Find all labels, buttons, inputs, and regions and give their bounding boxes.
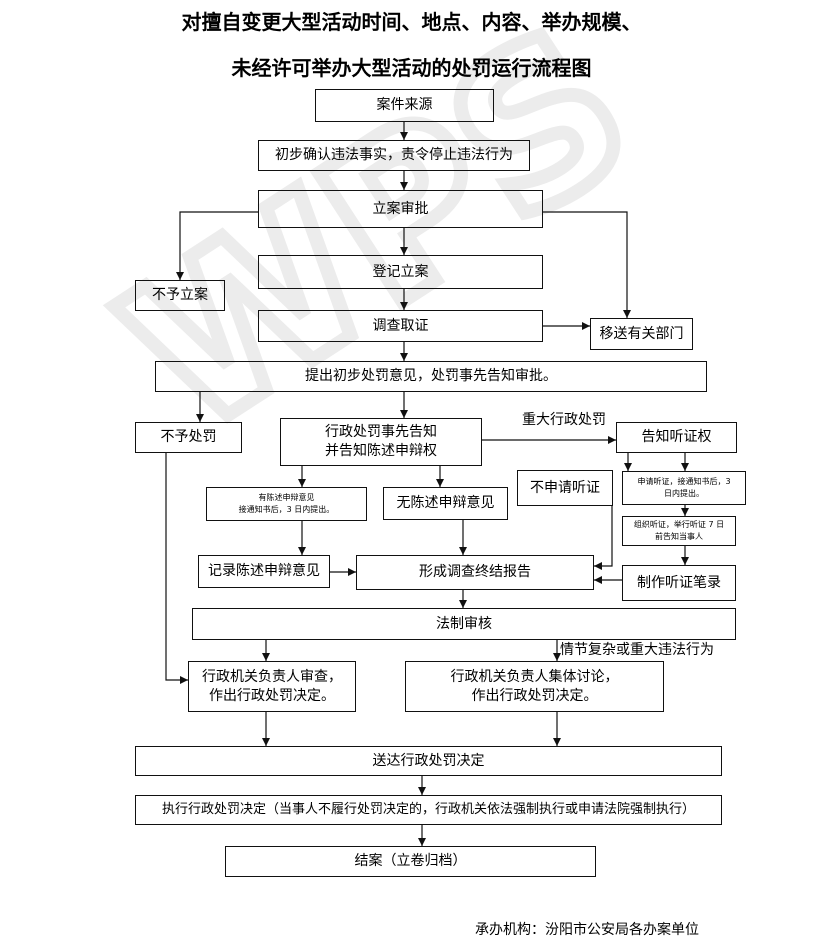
node-organize-hearing-line-2: 前告知当事人: [655, 532, 703, 541]
node-hearing-right: 告知听证权: [616, 422, 737, 453]
node-head-review-line-2: 作出行政处罚决定。: [209, 687, 335, 704]
node-apply-hearing-line-1: 申请听证，接通知书后，3: [637, 476, 731, 486]
node-no-case-label: 不予立案: [152, 287, 208, 304]
node-execute-decision: 执行行政处罚决定（当事人不履行处罚决定的，行政机关依法强制执行或申请法院强制执行…: [135, 795, 722, 825]
node-no-case: 不予立案: [135, 280, 225, 311]
node-deliver-decision: 送达行政处罚决定: [135, 746, 722, 776]
node-collective-discussion-line-1: 行政机关负责人集体讨论，: [450, 668, 619, 685]
node-no-hearing: 不申请听证: [517, 470, 613, 506]
node-case-source: 案件来源: [315, 89, 494, 122]
node-has-statement-line-1: 有陈述申辩意见: [258, 492, 315, 502]
node-register-label: 登记立案: [372, 263, 429, 280]
node-collective-discussion: 行政机关负责人集体讨论， 作出行政处罚决定。: [405, 661, 664, 712]
node-deliver-decision-label: 送达行政处罚决定: [372, 752, 485, 769]
node-penalty-proposal: 提出初步处罚意见，处罚事先告知审批。: [155, 361, 707, 392]
node-apply-hearing: 申请听证，接通知书后，3 日内提出。: [622, 471, 746, 505]
node-has-statement-line-2: 接通知书后，3 日内提出。: [238, 505, 335, 514]
node-final-report-label: 形成调查终结报告: [419, 564, 531, 581]
node-transfer: 移送有关部门: [590, 318, 693, 350]
node-case-approval: 立案审批: [258, 190, 543, 228]
node-collective-discussion-line-2: 作出行政处罚决定。: [471, 687, 598, 704]
node-transfer-label: 移送有关部门: [599, 325, 684, 342]
node-apply-hearing-line-2: 日内提出。: [664, 489, 704, 498]
node-hearing-right-label: 告知听证权: [641, 429, 712, 446]
node-initial-confirm: 初步确认违法事实，责令停止违法行为: [258, 140, 530, 171]
node-initial-confirm-label: 初步确认违法事实，责令停止违法行为: [275, 147, 513, 164]
node-organize-hearing-line-1: 组织听证，举行听证 7 日: [633, 519, 725, 529]
arrow-approve-to-no-case: [176, 211, 258, 280]
node-register: 登记立案: [258, 255, 543, 289]
footer-organization: 承办机构：汾阳市公安局各办案单位: [475, 922, 699, 938]
node-no-penalty: 不予处罚: [135, 422, 242, 453]
node-case-source-label: 案件来源: [376, 97, 433, 114]
node-legal-review: 法制审核: [192, 608, 736, 640]
node-final-report: 形成调查终结报告: [356, 555, 594, 590]
node-no-statement-label: 无陈述申辩意见: [396, 495, 495, 512]
node-close-case-label: 结案（立卷归档）: [354, 853, 467, 870]
node-no-hearing-label: 不申请听证: [530, 479, 600, 496]
node-prior-notice-line-2: 并告知陈述申辩权: [325, 443, 437, 459]
edge-label-major-penalty: 重大行政处罚: [522, 412, 606, 428]
node-penalty-proposal-label: 提出初步处罚意见，处罚事先告知审批。: [305, 368, 557, 385]
node-case-approval-label: 立案审批: [372, 200, 429, 217]
arrow-no-hearing-to-report: [594, 506, 613, 570]
node-head-review: 行政机关负责人审查， 作出行政处罚决定。: [188, 661, 356, 712]
arrow-approve-to-transfer: [543, 211, 631, 318]
node-legal-review-label: 法制审核: [436, 615, 492, 632]
node-no-statement: 无陈述申辩意见: [383, 487, 508, 520]
node-close-case: 结案（立卷归档）: [225, 846, 596, 877]
node-organize-hearing: 组织听证，举行听证 7 日 前告知当事人: [622, 516, 736, 546]
node-head-review-line-1: 行政机关负责人审查，: [202, 668, 342, 685]
node-prior-notice-line-1: 行政处罚事先告知: [325, 424, 437, 441]
node-prior-notice: 行政处罚事先告知 并告知陈述申辩权: [280, 418, 482, 466]
title-line-1: 对擅自变更大型活动时间、地点、内容、举办规模、: [181, 10, 642, 34]
title-line-2: 未经许可举办大型活动的处罚运行流程图: [231, 56, 592, 80]
node-hearing-record-label: 制作听证笔录: [637, 574, 721, 591]
node-record-statement-label: 记录陈述申辩意见: [208, 563, 320, 580]
node-no-penalty-label: 不予处罚: [160, 429, 217, 446]
node-record-statement: 记录陈述申辩意见: [198, 555, 330, 588]
node-hearing-record: 制作听证笔录: [622, 565, 736, 601]
node-investigate-label: 调查取证: [372, 317, 429, 334]
node-has-statement: 有陈述申辩意见 接通知书后，3 日内提出。: [206, 487, 367, 521]
edge-label-complex-case: 情节复杂或重大违法行为: [560, 642, 714, 658]
arrow-no-penalty-to-head-review: [165, 453, 188, 684]
node-execute-decision-label: 执行行政处罚决定（当事人不履行处罚决定的，行政机关依法强制执行或申请法院强制执行…: [161, 802, 695, 818]
node-investigate: 调查取证: [258, 310, 543, 342]
